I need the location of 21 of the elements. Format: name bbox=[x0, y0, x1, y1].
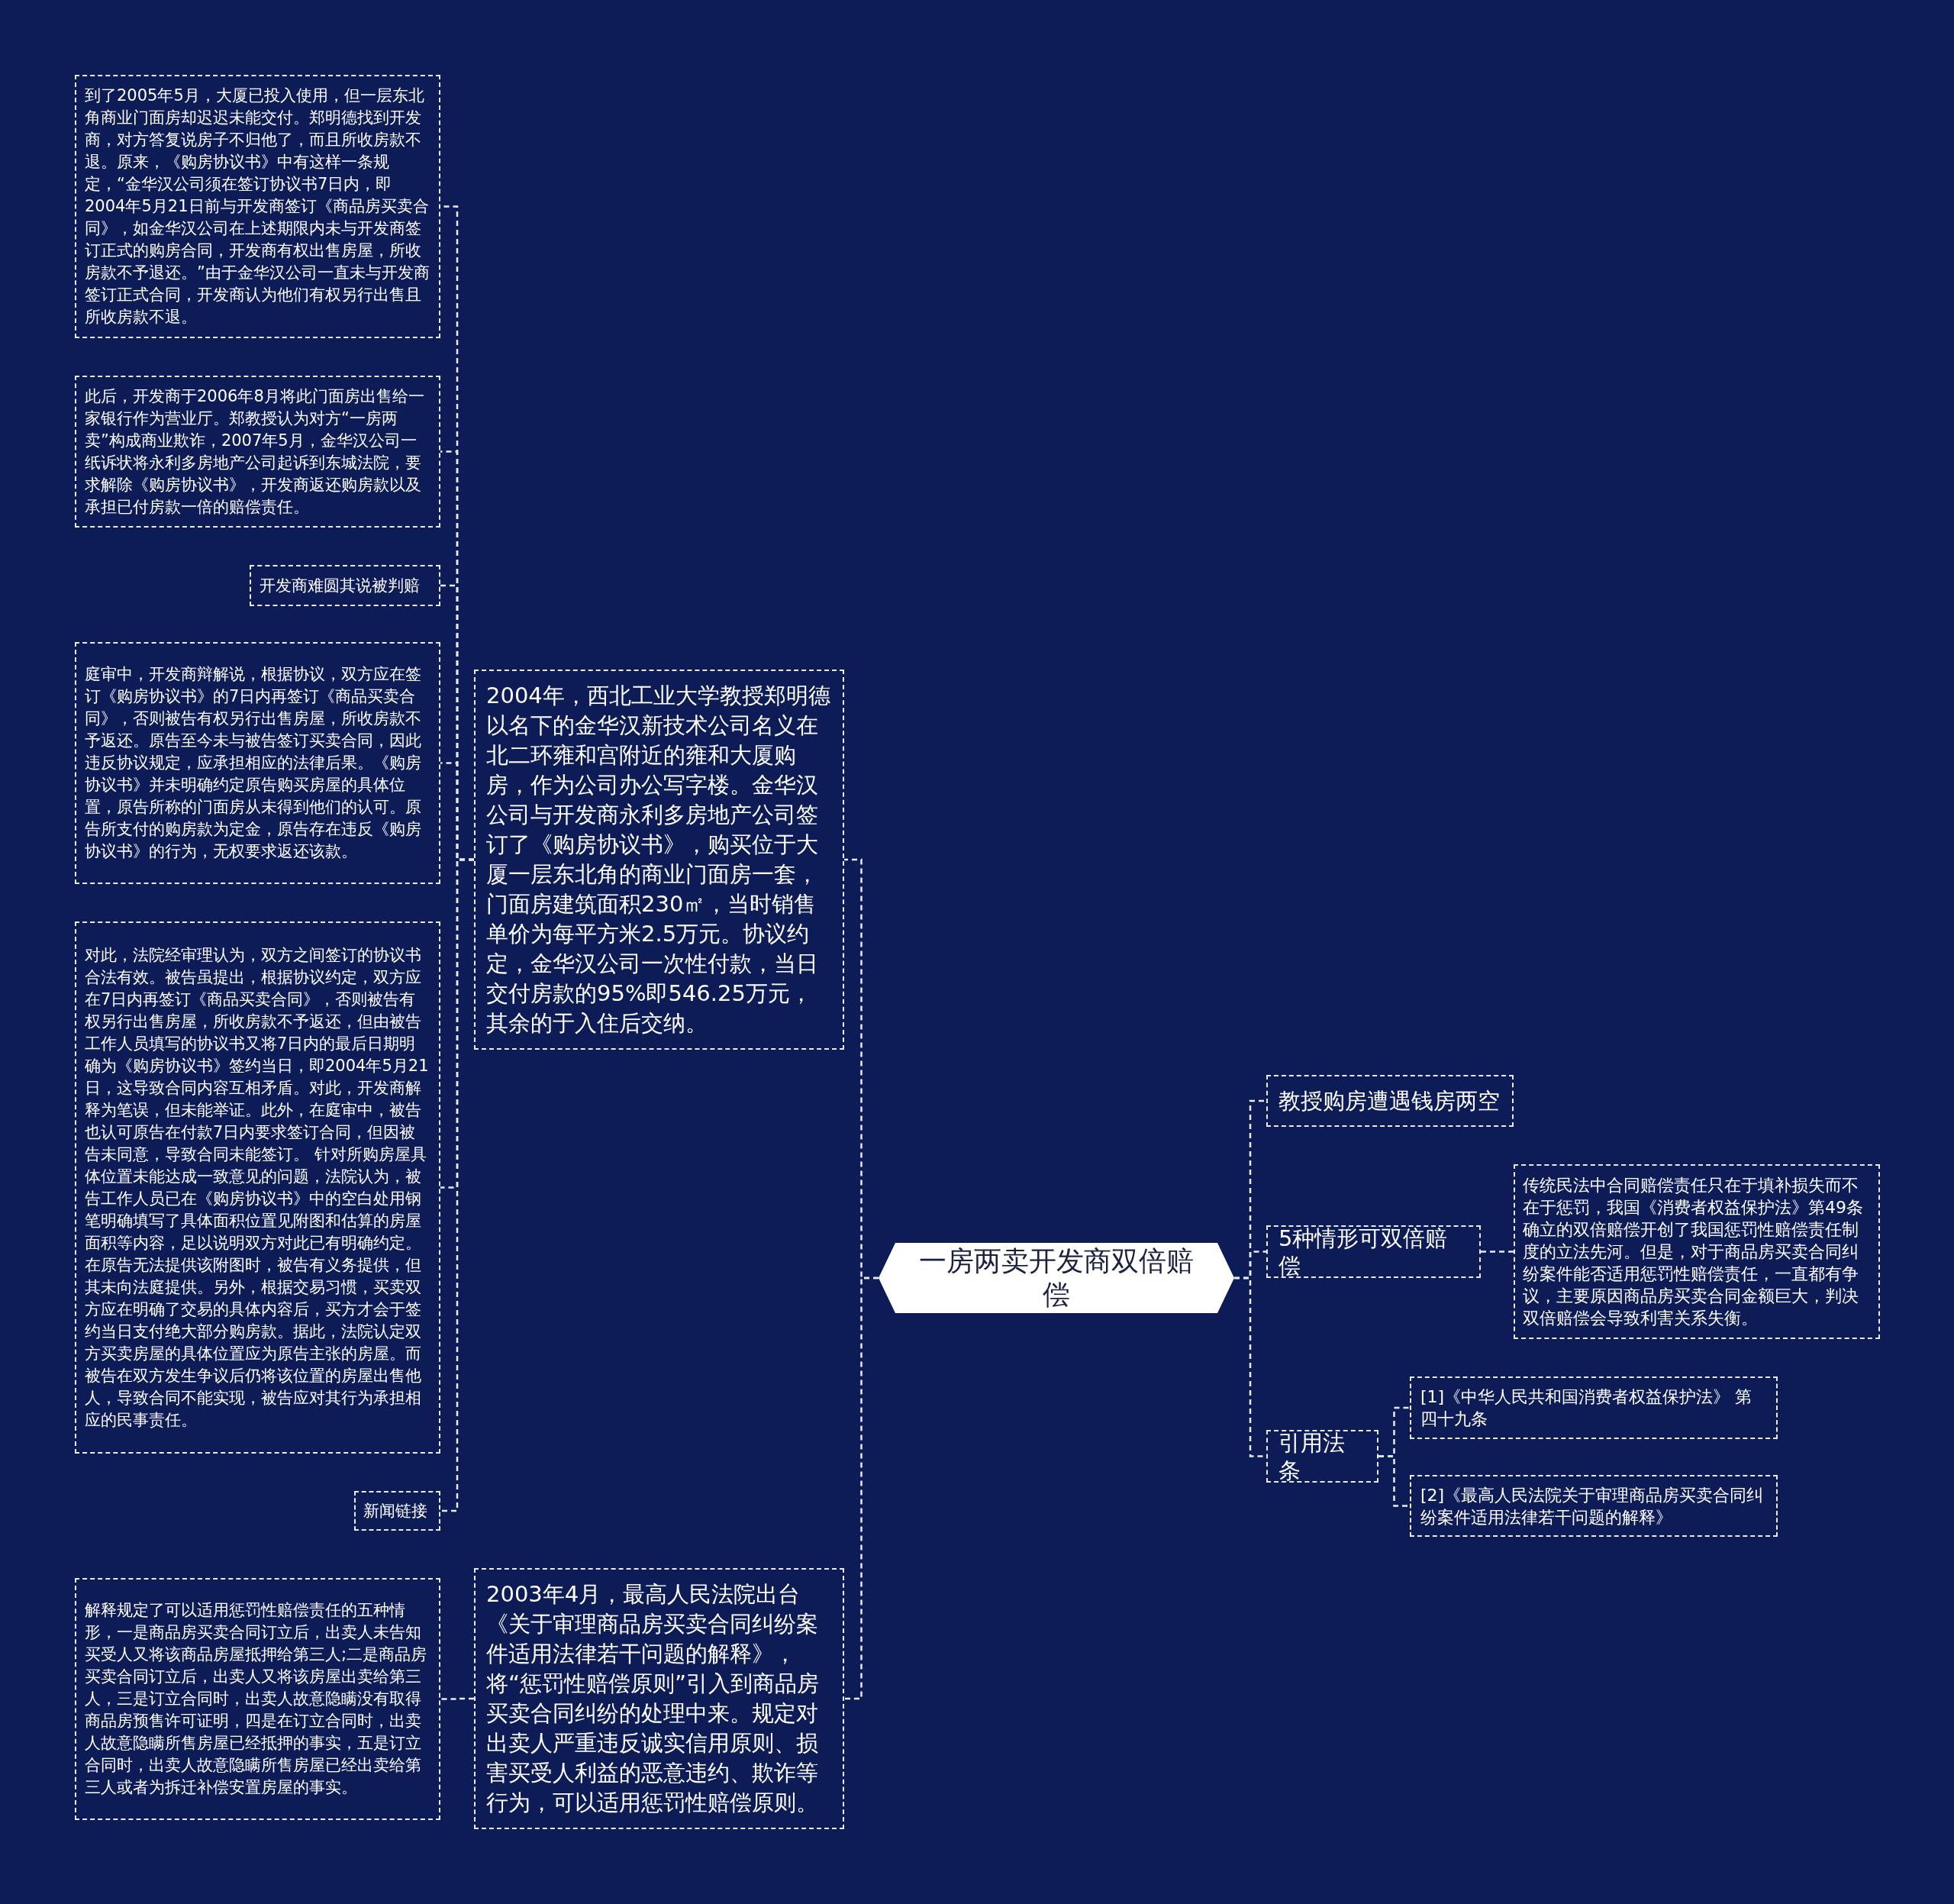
connector-line bbox=[440, 858, 474, 1512]
topic-box: 开发商难圆其说被判赔 bbox=[250, 565, 440, 606]
text-box: 到了2005年5月，大厦已投入使用，但一层东北角商业门面房却迟迟未能交付。郑明德找到开发商，对方答复说房子不归他了，而且所收房款不退。原来，《购房协议书》中有这样一条规定，“金华汉公司须在签订协议书7日内，即2004年5月21日前与开发商签订《商品房买卖合同》，如金华汉公司在上述期限内未与开发商签订正式的购房合同，开发商有权出售房屋，所收房款不予退还。”由于金华汉公司一直未与开发商签订正式合同，开发商认为他们有权另行出售且所收房款不退。 bbox=[75, 75, 440, 338]
connector-line bbox=[1481, 1251, 1514, 1253]
connector-line bbox=[440, 1697, 474, 1700]
text-box: [1]《中华人民共和国消费者权益保护法》 第四十九条 bbox=[1410, 1376, 1778, 1439]
topic-box: 新闻链接 bbox=[354, 1491, 440, 1531]
text-box: 此后，开发商于2006年8月将此门面房出售给一家银行作为营业厅。郑教授认为对方“一房两卖”构成商业欺诈，2007年5月，金华汉公司一纸诉状将永利多房地产公司起诉到东城法院，要求解除《购房协议书》，开发商返还购房款以及承担已付房款一倍的赔偿责任。 bbox=[75, 376, 440, 528]
text-box: 庭审中，开发商辩解说，根据协议，双方应在签订《购房协议书》的7日内再签订《商品买卖合同》，否则被告有权另行出售房屋，所收房款不予返还。原告至今未与被告签订买卖合同，因此违反协议规定，应承担相应的法律后果。《购房协议书》并未明确约定原告购买房屋的具体位置，原告所称的门面房从未得到他们的认可。原告所支付的购房款为定金，原告存在违反《购房协议书》的行为，无权要求返还该款。 bbox=[75, 642, 440, 884]
text-box: 对此，法院经审理认为，双方之间签订的协议书合法有效。被告虽提出，根据协议约定，双方应在7日内再签订《商品买卖合同》，否则被告有权另行出售房屋，所收房款不予返还，但由被告工作人员填写的协议书又将7日内的最后日期明确为《购房协议书》签约当日，即2004年5月21日，这导致合同内容互相矛盾。对此，开发商解释为笔误，但未能举证。此外，在庭审中，被告也认可原告在付款7日内要求签订合同，但因被告未同意，导致合同未能签订。 针对所购房屋具体位置未能达成一致意见的问题，法院认为，被告工作人员已在《购房协议书》中的空白处用钢笔明确填写了具体面积位置见附图和估算的房屋面积等内容，足以说明双方对此已有明确约定。在原告无法提供该附图时，被告有义务提供，但其未向法庭提供。另外，根据交易习惯，买卖双方应在明确了交易的具体内容后，买方才会于签约当日支付绝大部分购房款。据此，法院认定双方买卖房屋的具体位置应为原告主张的房屋。而被告在双方发生争议后仍将该位置的房屋出售他人，导致合同不能实现，被告应对其行为承担相应的民事责任。 bbox=[75, 921, 440, 1454]
connector-line bbox=[844, 1276, 879, 1700]
text-box: [2]《最高人民法院关于审理商品房买卖合同纠纷案件适用法律若干问题的解释》 bbox=[1410, 1475, 1778, 1537]
topic-box: 教授购房遭遇钱房两空 bbox=[1266, 1075, 1514, 1127]
central-topic-hexagon: 一房两卖开发商双倍赔偿 bbox=[879, 1243, 1234, 1313]
connector-line bbox=[1378, 1455, 1410, 1507]
text-box: 2003年4月，最高人民法院出台《关于审理商品房买卖合同纠纷案件适用法律若干问题的解释》，将“惩罚性赔偿原则”引入到商品房买卖合同纠纷的处理中来。规定对出卖人严重违反诚实信用原则、损害买受人利益的恶意违约、欺诈等行为，可以适用惩罚性赔偿原则。 bbox=[474, 1568, 844, 1829]
topic-box: 引用法条 bbox=[1266, 1430, 1378, 1483]
text-box: 传统民法中合同赔偿责任只在于填补损失而不在于惩罚，我国《消费者权益保护法》第49条确立的双倍赔偿开创了我国惩罚性赔偿责任制度的立法先河。但是，对于商品房买卖合同纠纷案件能否适用惩罚性赔偿责任，一直都有争议，主要原因商品房买卖合同金额巨大，判决双倍赔偿会导致利害关系失衡。 bbox=[1514, 1164, 1880, 1339]
text-box: 2004年，西北工业大学教授郑明德以名下的金华汉新技术公司名义在北二环雍和宫附近的雍和大厦购房，作为公司办公写字楼。金华汉公司与开发商永利多房地产公司签订了《购房协议书》，购买位于大厦一层东北角的商业门面房一套，门面房建筑面积230㎡，当时销售单价为每平方米2.5万元。协议约定，金华汉公司一次性付款，当日交付房款的95%即546.25万元，其余的于入住后交纳。 bbox=[474, 670, 844, 1050]
text-box: 解释规定了可以适用惩罚性赔偿责任的五种情形，一是商品房买卖合同订立后，出卖人未告知买受人又将该商品房屋抵押给第三人;二是商品房买卖合同订立后，出卖人又将该房屋出卖给第三人，三是订立合同时，出卖人故意隐瞒没有取得商品房预售许可证明，四是在订立合同时，出卖人故意隐瞒所售房屋已经抵押的事实，五是订立合同时，出卖人故意隐瞒所售房屋已经出卖给第三人或者为拆迁补偿安置房屋的事实。 bbox=[75, 1578, 440, 1820]
topic-box: 5种情形可双倍赔偿 bbox=[1266, 1225, 1481, 1278]
